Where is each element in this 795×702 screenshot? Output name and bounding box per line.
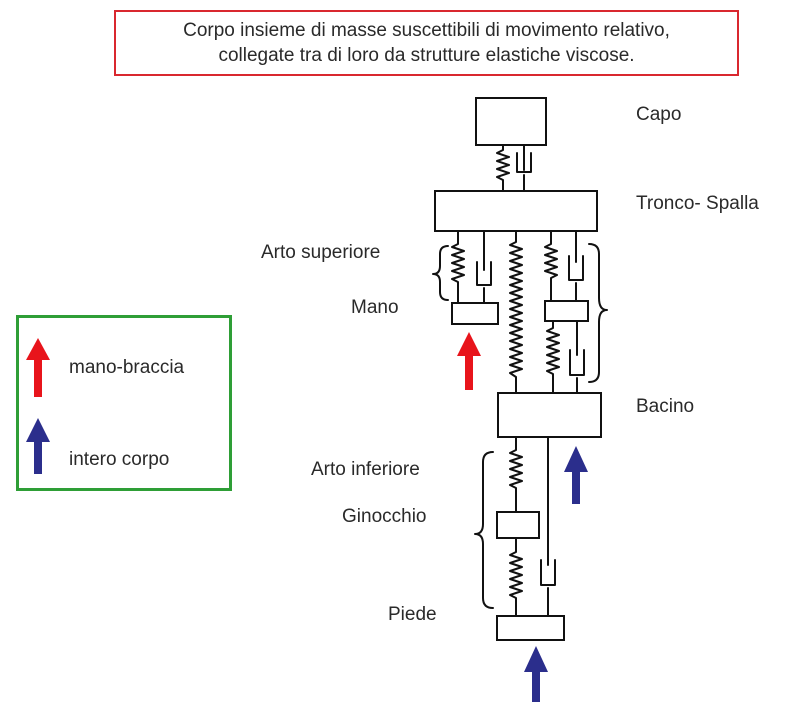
spring-lower-leg — [509, 537, 523, 617]
legend-box — [16, 315, 232, 491]
mass-capo — [475, 97, 547, 146]
mass-bacino — [497, 392, 602, 438]
mass-tronco-spalla — [434, 190, 598, 232]
spring-arm-right — [544, 230, 558, 302]
title-line-2: collegate tra di loro da strutture elast… — [218, 45, 635, 66]
legend-label-intero-corpo: intero corpo — [69, 449, 170, 470]
damper-arm-right — [568, 230, 584, 302]
label-mano: Mano — [351, 297, 399, 318]
damper-hand-bacino — [569, 320, 585, 394]
brace-arm-right — [588, 243, 608, 383]
brace-arto-inferiore — [474, 451, 494, 609]
label-bacino: Bacino — [636, 396, 695, 417]
arrow-blue-bacino — [564, 446, 588, 504]
title-box: Corpo insieme di masse suscettibili di m… — [114, 10, 739, 76]
mass-mano-right — [544, 300, 589, 322]
damper-arm-left — [476, 230, 492, 304]
damper-leg — [540, 436, 556, 617]
label-ginocchio: Ginocchio — [342, 506, 427, 527]
arrow-blue-piede — [524, 646, 548, 702]
label-arto-inferiore: Arto inferiore — [311, 459, 420, 480]
label-capo: Capo — [636, 104, 682, 125]
spring-capo — [496, 144, 510, 192]
label-piede: Piede — [388, 604, 437, 625]
spring-upper-leg — [509, 436, 523, 513]
spring-arm-left — [451, 230, 465, 304]
title-line-1: Corpo insieme di masse suscettibili di m… — [183, 20, 670, 41]
mass-mano-left — [451, 302, 499, 325]
legend-arrow-red-icon — [26, 338, 50, 397]
damper-capo — [516, 144, 532, 192]
legend-arrow-blue-icon — [26, 418, 50, 474]
label-arto-superiore: Arto superiore — [261, 242, 381, 263]
brace-arto-superiore — [432, 245, 449, 301]
spring-central — [509, 230, 523, 394]
mass-piede — [496, 615, 565, 641]
spring-hand-bacino — [546, 320, 560, 394]
arrow-red-hand — [457, 332, 481, 390]
mass-ginocchio — [496, 511, 540, 539]
legend-label-mano-braccia: mano-braccia — [69, 357, 185, 378]
label-tronco-spalla: Tronco- Spalla — [636, 193, 759, 214]
